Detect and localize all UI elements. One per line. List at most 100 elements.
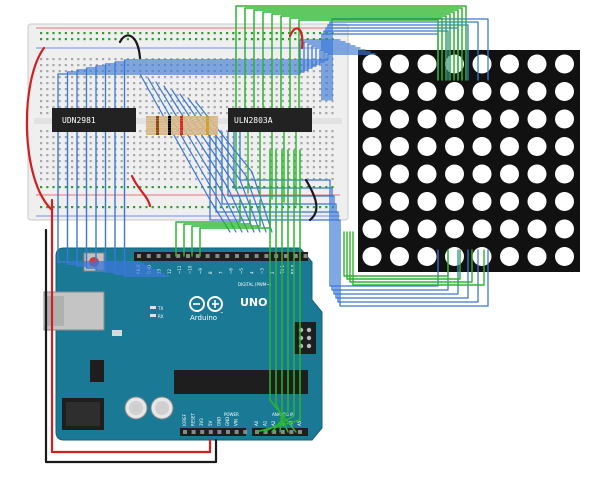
breadboard-hole bbox=[312, 94, 315, 97]
breadboard-hole bbox=[294, 106, 297, 109]
matrix-led bbox=[527, 109, 547, 129]
breadboard-hole bbox=[52, 172, 55, 175]
breadboard-hole bbox=[219, 172, 222, 175]
breadboard-hole bbox=[126, 160, 129, 163]
breadboard-hole bbox=[77, 154, 80, 157]
breadboard-hole bbox=[133, 142, 136, 145]
breadboard-hole bbox=[294, 76, 297, 79]
breadboard-hole bbox=[300, 88, 303, 91]
breadboard-hole bbox=[77, 160, 80, 163]
breadboard-hole bbox=[275, 38, 278, 41]
breadboard-hole bbox=[151, 166, 154, 169]
breadboard-hole bbox=[263, 100, 266, 103]
breadboard-hole bbox=[250, 148, 253, 151]
breadboard-hole bbox=[170, 70, 173, 73]
breadboard-hole bbox=[120, 172, 123, 175]
breadboard-hole bbox=[145, 58, 148, 61]
breadboard-hole bbox=[126, 106, 129, 109]
breadboard-hole bbox=[288, 82, 291, 85]
breadboard-hole bbox=[89, 88, 92, 91]
power-label: POWER bbox=[224, 412, 239, 417]
breadboard-hole bbox=[275, 94, 278, 97]
breadboard-hole bbox=[201, 178, 204, 181]
breadboard-hole bbox=[164, 112, 167, 115]
wire bbox=[233, 131, 449, 291]
wire bbox=[57, 131, 141, 263]
breadboard-hole bbox=[83, 100, 86, 103]
matrix-led bbox=[527, 82, 547, 101]
breadboard-hole bbox=[275, 76, 278, 79]
breadboard-hole bbox=[71, 64, 74, 67]
matrix-led bbox=[472, 109, 492, 129]
breadboard-hole bbox=[207, 64, 210, 67]
breadboard-hole bbox=[71, 166, 74, 169]
breadboard-hole bbox=[176, 186, 179, 189]
breadboard-hole bbox=[58, 100, 61, 103]
breadboard-hole bbox=[325, 172, 328, 175]
breadboard-hole bbox=[120, 186, 123, 189]
breadboard-hole bbox=[108, 106, 111, 109]
breadboard-hole bbox=[325, 160, 328, 163]
breadboard-hole bbox=[294, 58, 297, 61]
breadboard-hole bbox=[89, 172, 92, 175]
breadboard-hole bbox=[319, 38, 322, 41]
breadboard-hole bbox=[250, 58, 253, 61]
breadboard-hole bbox=[71, 100, 74, 103]
breadboard-hole bbox=[151, 38, 154, 41]
breadboard-hole bbox=[151, 178, 154, 181]
breadboard-hole bbox=[52, 82, 55, 85]
breadboard-hole bbox=[40, 148, 43, 151]
breadboard-hole bbox=[288, 148, 291, 151]
breadboard-hole bbox=[201, 166, 204, 169]
breadboard-hole bbox=[95, 70, 98, 73]
breadboard-hole bbox=[188, 206, 191, 209]
breadboard-hole bbox=[281, 82, 284, 85]
breadboard-hole bbox=[182, 100, 185, 103]
breadboard-hole bbox=[201, 154, 204, 157]
breadboard-hole bbox=[95, 100, 98, 103]
analog-pin-label: A5 bbox=[297, 420, 302, 426]
matrix-led bbox=[472, 219, 492, 239]
breadboard-hole bbox=[157, 76, 160, 79]
breadboard-hole bbox=[263, 142, 266, 145]
breadboard-hole bbox=[250, 94, 253, 97]
breadboard-hole bbox=[312, 112, 315, 115]
breadboard-hole bbox=[281, 206, 284, 209]
breadboard-hole bbox=[95, 160, 98, 163]
breadboard-hole bbox=[319, 186, 322, 189]
breadboard-hole bbox=[58, 70, 61, 73]
breadboard-hole bbox=[250, 154, 253, 157]
breadboard-hole bbox=[188, 88, 191, 91]
breadboard-hole bbox=[108, 172, 111, 175]
breadboard-hole bbox=[126, 142, 129, 145]
breadboard-hole bbox=[300, 136, 303, 139]
breadboard-hole bbox=[157, 94, 160, 97]
digital-pin-label: 8 bbox=[208, 271, 213, 274]
breadboard-hole bbox=[176, 88, 179, 91]
breadboard-hole bbox=[58, 88, 61, 91]
breadboard-hole bbox=[300, 64, 303, 67]
breadboard-hole bbox=[52, 58, 55, 61]
breadboard-hole bbox=[232, 166, 235, 169]
breadboard-hole bbox=[77, 100, 80, 103]
breadboard-hole bbox=[232, 88, 235, 91]
breadboard-hole bbox=[195, 154, 198, 157]
digital-pin-label: ~9 bbox=[198, 268, 203, 274]
breadboard-hole bbox=[312, 82, 315, 85]
breadboard-hole bbox=[269, 148, 272, 151]
breadboard-hole bbox=[331, 186, 334, 189]
breadboard-hole bbox=[232, 70, 235, 73]
breadboard-hole bbox=[157, 186, 160, 189]
breadboard-hole bbox=[64, 154, 67, 157]
breadboard-hole bbox=[176, 82, 179, 85]
resistor-array bbox=[146, 116, 218, 135]
breadboard-hole bbox=[145, 186, 148, 189]
breadboard-hole bbox=[64, 100, 67, 103]
breadboard-hole bbox=[89, 76, 92, 79]
breadboard-hole bbox=[52, 206, 55, 209]
breadboard-hole bbox=[263, 160, 266, 163]
breadboard-hole bbox=[213, 58, 216, 61]
breadboard-hole bbox=[46, 64, 49, 67]
breadboard-hole bbox=[102, 154, 105, 157]
digital-pin-label: ~5 bbox=[239, 268, 244, 274]
